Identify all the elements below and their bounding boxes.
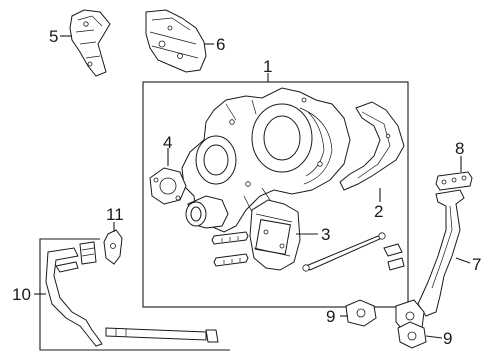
callout-6: 6 xyxy=(216,35,225,54)
part-9-fitting-lower xyxy=(397,321,427,349)
leader-lines xyxy=(34,35,471,339)
callout-1: 1 xyxy=(263,57,272,76)
callout-4: 4 xyxy=(163,133,172,152)
callout-9-upper: 9 xyxy=(326,307,335,326)
callout-10: 10 xyxy=(12,285,31,304)
callout-11: 11 xyxy=(106,205,124,224)
part-6-heat-shield xyxy=(145,9,207,73)
part-5-heat-shield-bracket xyxy=(69,9,111,77)
part-3-actuator xyxy=(249,199,301,271)
part-7-oil-return-pipe xyxy=(395,189,465,335)
callout-2: 2 xyxy=(374,202,383,221)
part-4-gasket xyxy=(149,167,187,205)
part-10-hose-assembly xyxy=(45,241,219,347)
part-2-heat-shield xyxy=(339,101,405,191)
part-11-fitting xyxy=(103,229,123,265)
part-3-studs xyxy=(211,231,249,267)
part-3-linkage-rod xyxy=(302,232,405,272)
callout-9-lower: 9 xyxy=(443,329,452,348)
part-8-bracket xyxy=(435,171,473,191)
callout-5: 5 xyxy=(49,27,58,46)
part-9-fitting-upper xyxy=(345,299,377,327)
part-1-turbocharger xyxy=(181,87,351,233)
turbo-assembly-box xyxy=(142,81,409,308)
callout-7: 7 xyxy=(472,255,481,274)
callout-3: 3 xyxy=(321,225,330,244)
callout-8: 8 xyxy=(455,139,464,158)
